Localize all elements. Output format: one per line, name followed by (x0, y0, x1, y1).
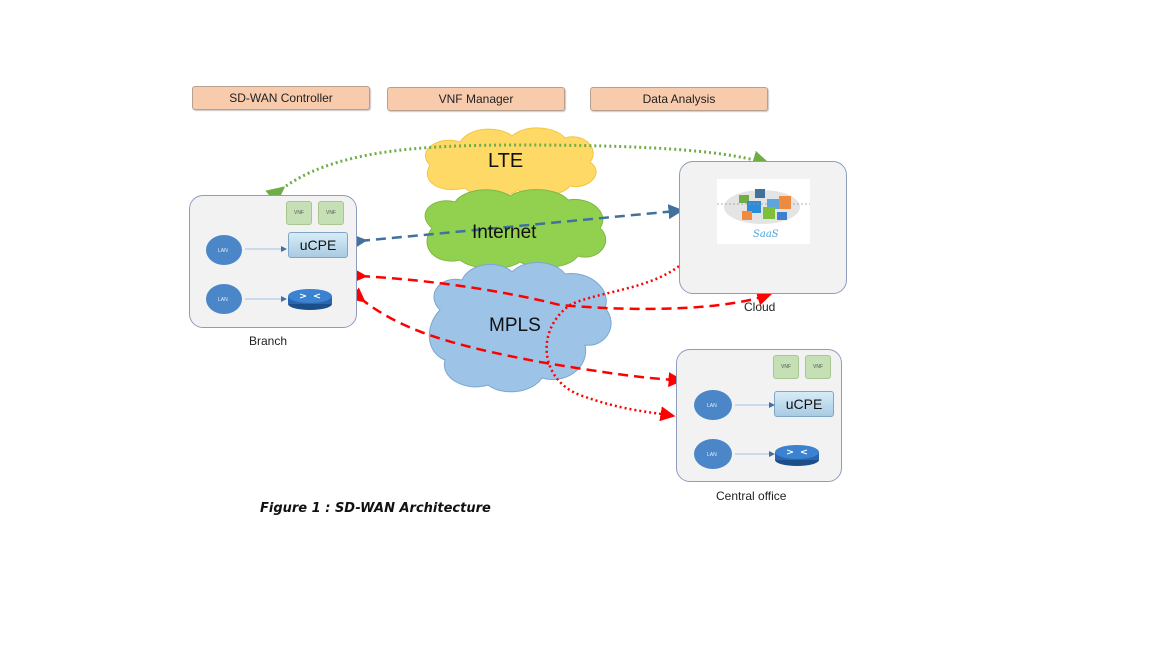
sd-wan-controller-box: SD-WAN Controller (192, 86, 370, 110)
svg-text:SaaS: SaaS (753, 229, 779, 240)
cloud-site: SaaS (679, 161, 847, 294)
svg-text:LAN: LAN (218, 297, 228, 303)
ucpe-box: uCPE (288, 232, 348, 258)
internet-link (351, 204, 684, 250)
data-analysis-box: Data Analysis (590, 87, 768, 111)
branch-label: Branch (249, 334, 288, 348)
vnf-box: VNF (773, 355, 799, 379)
mpls-label: MPLS (489, 315, 541, 336)
svg-text:LAN: LAN (707, 403, 717, 409)
lan-cloud-icon: LAN (206, 284, 242, 314)
lan-cloud-icon: LAN (206, 235, 242, 265)
central-office-label: Central office (716, 489, 787, 503)
svg-text:LAN: LAN (218, 248, 228, 254)
mpls-link-branch-central (349, 287, 684, 388)
vnf-box: VNF (805, 355, 831, 379)
lte-label: LTE (488, 150, 524, 172)
figure-caption: Figure 1 : SD-WAN Architecture (260, 501, 491, 516)
ucpe-box: uCPE (774, 391, 834, 417)
router-icon (288, 289, 332, 310)
lan-cloud-icon: LAN (694, 390, 732, 420)
lte-link (265, 143, 771, 205)
router-icon (775, 445, 819, 466)
vnf-manager-box: VNF Manager (387, 87, 565, 111)
internet-label: Internet (472, 222, 537, 243)
mpls-link-branch-cloud (352, 268, 773, 311)
lan-cloud-icon: LAN (694, 439, 732, 469)
mpls-link-cloud-central (545, 245, 701, 422)
saas-icon: SaaS (717, 179, 810, 244)
vnf-box: VNF (286, 201, 312, 225)
cloud-label: Cloud (744, 300, 776, 314)
central-office-site: VNF VNF uCPE LAN LAN (676, 349, 842, 482)
vnf-box: VNF (318, 201, 344, 225)
svg-text:LAN: LAN (707, 452, 717, 458)
branch-site: VNF VNF uCPE LAN LAN (189, 195, 357, 328)
